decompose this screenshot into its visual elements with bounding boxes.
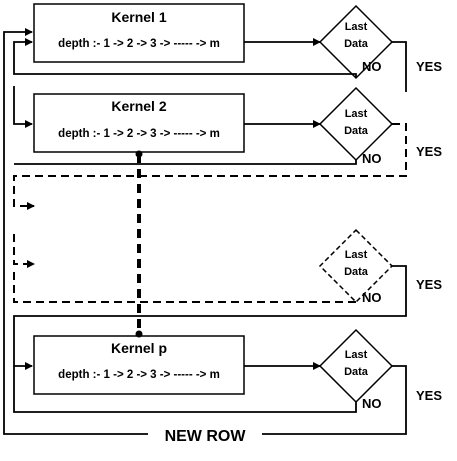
decision-mid-line1: Last [345, 249, 368, 261]
decision-p-line1: Last [345, 349, 368, 361]
kernel-1-box [33, 3, 245, 63]
decision-1-yes-line [392, 41, 407, 92]
kernel-2-box [33, 93, 245, 153]
new-row-label: NEW ROW [165, 428, 247, 445]
kernel-2-title: Kernel 2 [111, 98, 166, 114]
decision-p-yes-line [262, 365, 407, 435]
kernel-p-depth: depth :- 1 -> 2 -> 3 -> ----- -> m [58, 369, 220, 381]
kernel-1-row: Kernel 1 depth :- 1 -> 2 -> 3 -> ----- -… [13, 3, 442, 92]
kernel-column-connector [135, 150, 143, 338]
decision-1-no-label: NO [362, 59, 382, 74]
decision-mid-no-dashed [13, 270, 356, 303]
kernel-2-feed-line [13, 86, 33, 128]
decision-2-yes-dashed [13, 123, 407, 210]
intermediate-feed-dashed [13, 234, 35, 268]
kernel-2-depth: depth :- 1 -> 2 -> 3 -> ----- -> m [58, 128, 220, 140]
kernel-1-title: Kernel 1 [111, 9, 166, 25]
decision-1-no-loop [13, 38, 357, 78]
intermediate-row: Last Data NO YES [13, 228, 442, 370]
decision-2-line2: Data [344, 125, 369, 137]
kernel-p-box [33, 335, 245, 395]
decision-1-line1: Last [345, 21, 368, 33]
new-row-return-line [3, 28, 148, 435]
kernel-p-title: Kernel p [111, 340, 167, 356]
kernel-2-row: Kernel 2 depth :- 1 -> 2 -> 3 -> ----- -… [13, 86, 442, 210]
decision-2-diamond [318, 86, 394, 162]
decision-2-yes-label: YES [416, 144, 442, 159]
kernel-1-depth: depth :- 1 -> 2 -> 3 -> ----- -> m [58, 38, 220, 50]
decision-mid-yes-line [13, 265, 407, 370]
decision-2-no-label: NO [362, 151, 382, 166]
connector-bottom-dot [135, 330, 143, 338]
decision-mid-yes-label: YES [416, 277, 442, 292]
decision-2-line1: Last [345, 108, 368, 120]
decision-p-line2: Data [344, 366, 369, 378]
decision-p-yes-label: YES [416, 388, 442, 403]
decision-mid-line2: Data [344, 266, 369, 278]
decision-p-no-loop [13, 366, 357, 413]
decision-mid-no-label: NO [362, 290, 382, 305]
decision-mid-diamond [318, 228, 394, 304]
decision-2-no-loop [14, 160, 357, 165]
decision-1-yes-label: YES [416, 59, 442, 74]
connector-top-dot [135, 150, 143, 158]
decision-1-line2: Data [344, 38, 369, 50]
decision-p-no-label: NO [362, 396, 382, 411]
kernel-p-row: Kernel p depth :- 1 -> 2 -> 3 -> ----- -… [13, 328, 442, 435]
new-row-return: NEW ROW [3, 28, 247, 445]
